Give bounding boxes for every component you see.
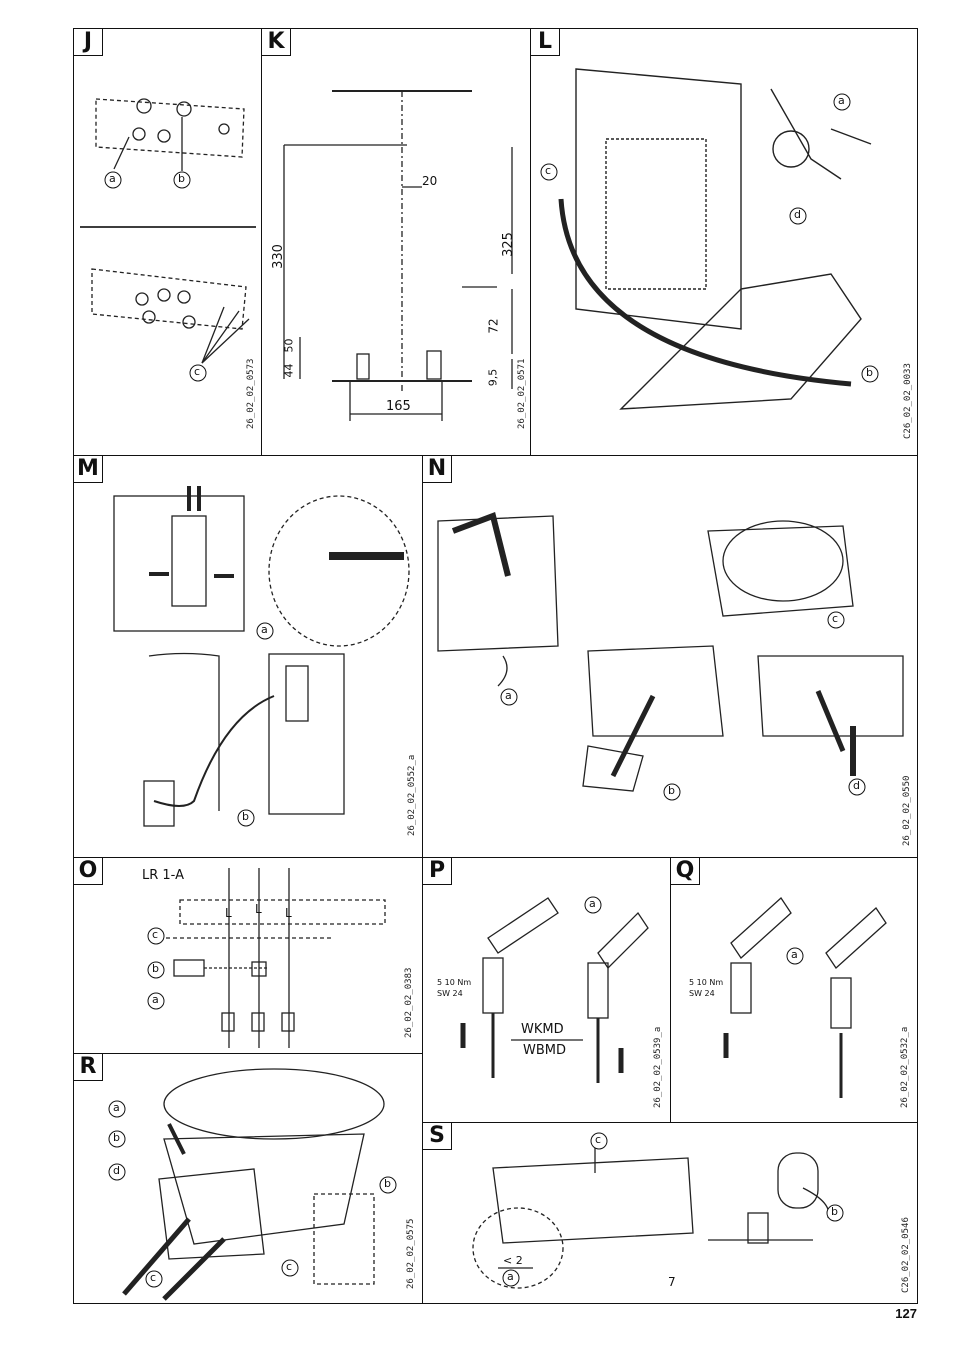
- model-bottom: WBMD: [523, 1043, 566, 1058]
- cover-removal-diagram: [122, 1068, 385, 1301]
- torque-label: 5 10 Nm: [689, 978, 724, 987]
- dim-330: 330: [270, 244, 286, 269]
- callout-c: c: [595, 1133, 602, 1146]
- callout-c: c: [832, 612, 839, 625]
- callout-c: c: [152, 928, 159, 941]
- callout-a: a: [838, 94, 845, 107]
- model-top: WKMD: [521, 1022, 564, 1037]
- panel-tag: N: [423, 456, 452, 483]
- terminal-l2: L: [255, 902, 262, 916]
- callout-c: c: [194, 365, 201, 378]
- callout-a: a: [505, 689, 512, 702]
- panel-tag: L: [531, 29, 560, 56]
- figure-ref: 26_02_02_0573: [246, 358, 256, 429]
- figure-ref: 26_02_02_0532_a: [900, 1026, 910, 1108]
- pipe-connection-diagram: [460, 897, 649, 1083]
- callout-b: b: [242, 810, 249, 823]
- figure-ref: 26_02_02_0571: [517, 358, 527, 429]
- callout-c2: c: [286, 1260, 293, 1273]
- panel-tag: Q: [671, 858, 700, 885]
- figure-ref: 26_02_02_0539_a: [653, 1026, 663, 1108]
- callout-b: b: [831, 1205, 838, 1218]
- fixing-diagram: [472, 1143, 830, 1289]
- torque-label: 5 10 Nm: [437, 978, 472, 987]
- dim-165: 165: [386, 399, 411, 414]
- figure-ref: 26_02_02_0575: [406, 1218, 416, 1289]
- callout-a: a: [589, 897, 596, 910]
- pipe-connection-diagram: [723, 897, 887, 1098]
- callout-c: c: [545, 164, 552, 177]
- panel-m: M a b 26_02_02_0552_a: [73, 455, 423, 858]
- mounting-diagram: [113, 486, 410, 827]
- panel-l: L a b c d C26_02_02_0033: [530, 28, 918, 456]
- callout-d: d: [794, 208, 801, 221]
- figure-ref: 26_02_02_0552_a: [407, 754, 417, 836]
- page-number: 127: [895, 1306, 917, 1321]
- dim-325: 325: [500, 232, 516, 257]
- callout-a: a: [791, 948, 798, 961]
- callout-a: a: [261, 623, 268, 636]
- panel-k: K 330 325 20 50 44 72 9,5 165 26_02_02_0…: [261, 28, 531, 456]
- dim-44: 44: [282, 363, 296, 378]
- wiring-diagram: [159, 868, 386, 1048]
- panel-tag: P: [423, 858, 452, 885]
- callout-a: a: [109, 172, 116, 185]
- callout-a: a: [113, 1101, 120, 1114]
- cable-connection-diagram: [437, 512, 904, 792]
- part-number: 7: [668, 1275, 676, 1289]
- wiring-title: LR 1-A: [142, 868, 184, 883]
- callout-a: a: [152, 993, 159, 1006]
- figure-ref: 26_02_02_0550: [902, 775, 912, 846]
- dim-72: 72: [486, 318, 501, 334]
- panel-tag: K: [262, 29, 291, 56]
- dim-50: 50: [282, 338, 296, 353]
- figure-ref: 26_02_02_0383: [404, 967, 414, 1038]
- panel-tag: R: [74, 1054, 103, 1081]
- wrench-label: SW 24: [689, 989, 715, 998]
- panel-tag: S: [423, 1123, 452, 1150]
- wrench-label: SW 24: [437, 989, 463, 998]
- callout-c: c: [150, 1271, 157, 1284]
- dim-9-5: 9,5: [486, 368, 500, 387]
- callout-b: b: [152, 962, 159, 975]
- callout-d: d: [113, 1164, 120, 1177]
- panel-q: Q 5 10 Nm SW 24 a 26_02_02_0532_a: [670, 857, 918, 1123]
- panel-tag: J: [74, 29, 103, 56]
- panel-p: P 5 10 Nm SW 24 WKMD WBMD a 26_02_02_053…: [422, 857, 672, 1123]
- callout-d: d: [853, 779, 860, 792]
- panel-tag: O: [74, 858, 103, 885]
- panel-tag: M: [74, 456, 103, 483]
- panel-r: R a b d c b c 26_02_02_0575: [73, 1053, 423, 1304]
- terminal-l1: L: [225, 906, 232, 920]
- bracket-diagram: [80, 98, 256, 364]
- callout-b: b: [866, 366, 873, 379]
- terminal-l3: L: [285, 906, 292, 920]
- callout-b: b: [178, 172, 185, 185]
- panel-n: N a b c d 26_02_02_0550: [422, 455, 918, 858]
- panel-o: O LR 1-A L L L a b c 26_02_02_0383: [73, 857, 423, 1054]
- appliance-diagram: [558, 68, 872, 410]
- dim-less-than-2: < 2: [503, 1254, 523, 1267]
- dim-20: 20: [422, 174, 438, 188]
- dimension-drawing: [283, 90, 513, 421]
- callout-b2: b: [384, 1177, 391, 1190]
- figure-ref: C26_02_02_0033: [903, 363, 913, 439]
- callout-b: b: [668, 784, 675, 797]
- panel-s: S < 2 7 c a b C26_02_02_0546: [422, 1122, 918, 1304]
- figure-ref: C26_02_02_0546: [901, 1217, 911, 1293]
- callout-b: b: [113, 1131, 120, 1144]
- callout-a: a: [507, 1270, 514, 1283]
- panel-j: J a b c 26_02_02_0573: [73, 28, 262, 456]
